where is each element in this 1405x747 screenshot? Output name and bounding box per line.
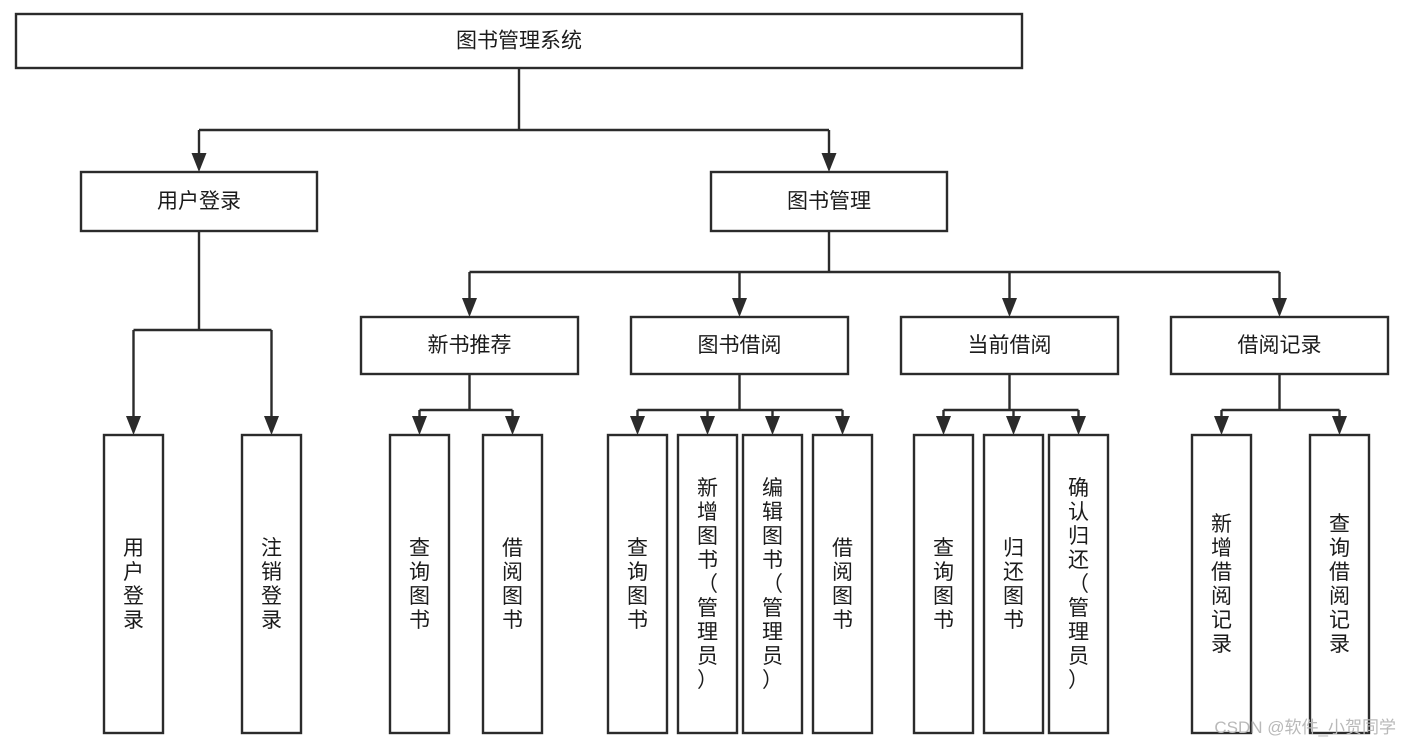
node-leaf-1-注销登录[interactable]: 注销登录: [240, 433, 303, 735]
node-leaf-8-查询图书-box[interactable]: [912, 433, 975, 735]
node-level3-图书借阅-label: 图书借阅: [698, 334, 782, 357]
node-level3-新书推荐-label: 新书推荐: [428, 334, 512, 357]
node-leaf-2-查询图书-label: 查询图书: [409, 537, 430, 632]
node-leaf-1-注销登录-label: 注销登录: [261, 537, 282, 632]
node-leaf-2-查询图书[interactable]: 查询图书: [388, 433, 451, 735]
node-leaf-7-借阅图书[interactable]: 借阅图书: [811, 433, 874, 735]
node-leaf-8-查询图书[interactable]: 查询图书: [912, 433, 975, 735]
arrow-head-icon: [765, 416, 780, 435]
arrow-head-icon: [1071, 416, 1086, 435]
node-leaf-12-查询借阅记录-label: 查询借阅记录: [1329, 513, 1350, 656]
node-level2-图书管理-box[interactable]: [709, 170, 949, 233]
node-level2-用户登录-box[interactable]: [79, 170, 319, 233]
node-leaf-7-借阅图书-box[interactable]: [811, 433, 874, 735]
node-level3-图书借阅-box[interactable]: [629, 315, 850, 376]
node-level3-借阅记录-box[interactable]: [1169, 315, 1390, 376]
node-level3-当前借阅[interactable]: 当前借阅: [899, 315, 1120, 376]
arrow-head-icon: [1006, 416, 1021, 435]
arrow-head-icon: [1332, 416, 1347, 435]
connectors-layer: [126, 68, 1347, 435]
node-leaf-0-用户登录-box[interactable]: [102, 433, 165, 735]
node-level3-当前借阅-box[interactable]: [899, 315, 1120, 376]
node-leaf-3-借阅图书-box[interactable]: [481, 433, 544, 735]
node-leaf-6-编辑图书管理员-box[interactable]: [741, 433, 804, 735]
node-leaf-5-新增图书管理员-label: 新增图书（管理员）: [697, 477, 718, 692]
node-图书管理系统-root[interactable]: 图书管理系统: [14, 12, 1024, 70]
node-leaf-3-借阅图书-label: 借阅图书: [502, 537, 523, 632]
node-leaf-11-新增借阅记录[interactable]: 新增借阅记录: [1190, 433, 1253, 735]
arrow-head-icon: [835, 416, 850, 435]
node-level2-图书管理-label: 图书管理: [787, 190, 871, 213]
arrow-head-icon: [462, 298, 477, 317]
node-leaf-10-确认归还管理员[interactable]: 确认归还（管理员）: [1047, 433, 1110, 735]
node-图书管理系统-root-label: 图书管理系统: [456, 30, 582, 53]
node-leaf-6-编辑图书管理员[interactable]: 编辑图书（管理员）: [741, 433, 804, 735]
arrow-head-icon: [700, 416, 715, 435]
node-leaf-9-归还图书-box[interactable]: [982, 433, 1045, 735]
node-leaf-2-查询图书-box[interactable]: [388, 433, 451, 735]
node-level3-借阅记录-label: 借阅记录: [1238, 334, 1322, 357]
node-leaf-3-借阅图书[interactable]: 借阅图书: [481, 433, 544, 735]
nodes-layer: 图书管理系统用户登录图书管理新书推荐图书借阅当前借阅借阅记录用户登录注销登录查询…: [14, 12, 1390, 735]
node-leaf-4-查询图书[interactable]: 查询图书: [606, 433, 669, 735]
arrow-head-icon: [732, 298, 747, 317]
node-level2-用户登录-label: 用户登录: [157, 190, 241, 213]
node-leaf-12-查询借阅记录-box[interactable]: [1308, 433, 1371, 735]
node-level3-借阅记录[interactable]: 借阅记录: [1169, 315, 1390, 376]
node-leaf-5-新增图书管理员-box[interactable]: [676, 433, 739, 735]
arrow-head-icon: [126, 416, 141, 435]
arrow-head-icon: [1214, 416, 1229, 435]
node-leaf-0-用户登录[interactable]: 用户登录: [102, 433, 165, 735]
node-leaf-4-查询图书-label: 查询图书: [627, 537, 648, 632]
arrow-head-icon: [821, 153, 837, 172]
arrow-head-icon: [191, 153, 207, 172]
node-leaf-4-查询图书-box[interactable]: [606, 433, 669, 735]
node-leaf-11-新增借阅记录-label: 新增借阅记录: [1211, 513, 1232, 656]
arrow-head-icon: [505, 416, 520, 435]
node-level2-用户登录[interactable]: 用户登录: [79, 170, 319, 233]
node-leaf-0-用户登录-label: 用户登录: [123, 537, 144, 632]
node-leaf-12-查询借阅记录[interactable]: 查询借阅记录: [1308, 433, 1371, 735]
arrow-head-icon: [1272, 298, 1287, 317]
node-level3-当前借阅-label: 当前借阅: [968, 334, 1052, 357]
arrow-head-icon: [1002, 298, 1017, 317]
csdn-watermark: CSDN @软件_小贺同学: [1214, 718, 1396, 737]
arrow-head-icon: [630, 416, 645, 435]
node-leaf-9-归还图书-label: 归还图书: [1003, 537, 1024, 632]
node-level3-图书借阅[interactable]: 图书借阅: [629, 315, 850, 376]
arrow-head-icon: [936, 416, 951, 435]
node-图书管理系统-root-box[interactable]: [14, 12, 1024, 70]
node-leaf-11-新增借阅记录-box[interactable]: [1190, 433, 1253, 735]
node-leaf-10-确认归还管理员-label: 确认归还（管理员）: [1068, 477, 1089, 692]
node-leaf-7-借阅图书-label: 借阅图书: [832, 537, 853, 632]
node-level3-新书推荐-box[interactable]: [359, 315, 580, 376]
node-leaf-1-注销登录-box[interactable]: [240, 433, 303, 735]
node-level3-新书推荐[interactable]: 新书推荐: [359, 315, 580, 376]
node-leaf-8-查询图书-label: 查询图书: [933, 537, 954, 632]
node-leaf-9-归还图书[interactable]: 归还图书: [982, 433, 1045, 735]
node-level2-图书管理[interactable]: 图书管理: [709, 170, 949, 233]
arrow-head-icon: [264, 416, 279, 435]
node-leaf-10-确认归还管理员-box[interactable]: [1047, 433, 1110, 735]
node-leaf-6-编辑图书管理员-label: 编辑图书（管理员）: [762, 477, 783, 692]
node-leaf-5-新增图书管理员[interactable]: 新增图书（管理员）: [676, 433, 739, 735]
arrow-head-icon: [412, 416, 427, 435]
